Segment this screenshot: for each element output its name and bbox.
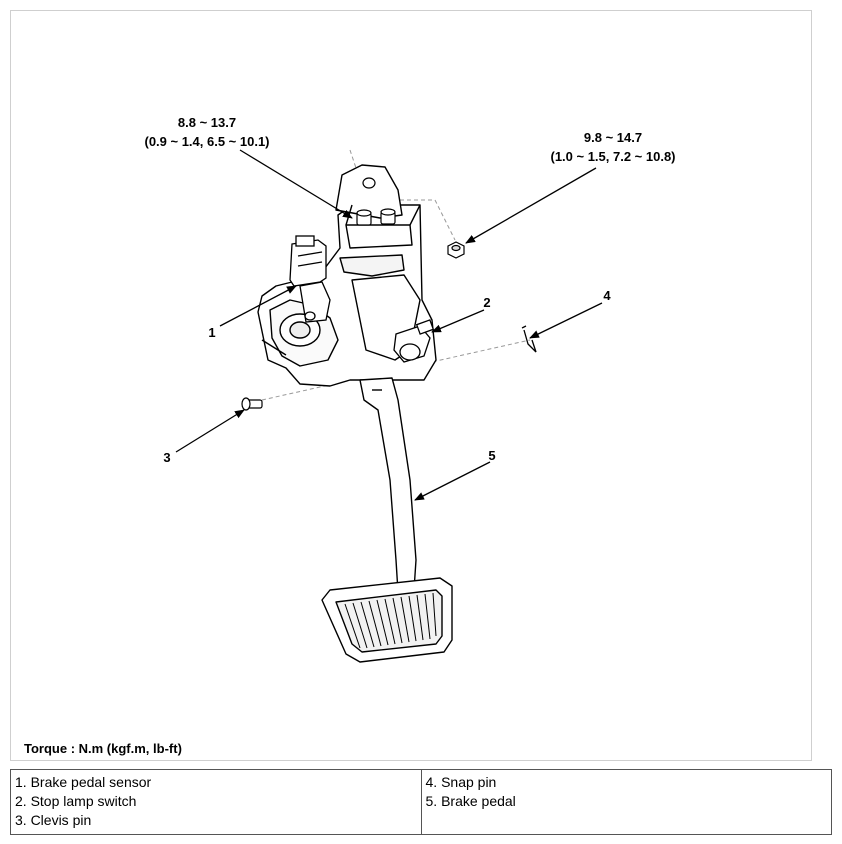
callout-3: 3 — [163, 450, 170, 465]
legend-item-snap-pin: 4. Snap pin — [425, 774, 497, 790]
torque-b-line2: (1.0 ~ 1.5, 7.2 ~ 10.8) — [550, 149, 675, 164]
alignment-lines — [261, 149, 531, 401]
legend-right-cell: 4. Snap pin 5. Brake pedal — [420, 769, 832, 835]
snap-pin — [521, 325, 537, 353]
clevis-pin — [241, 397, 263, 411]
pedal-arm — [359, 377, 417, 593]
callout-2: 2 — [483, 295, 490, 310]
legend-item-brake-pedal-sensor: 1. Brake pedal sensor — [15, 774, 152, 790]
diagram-frame — [10, 10, 812, 761]
torque-b-line1: 9.8 ~ 14.7 — [584, 130, 642, 145]
callout-1: 1 — [208, 325, 215, 340]
legend-left-cell: 1. Brake pedal sensor 2. Stop lamp switc… — [10, 769, 422, 835]
torque-units-note: Torque : N.m (kgf.m, lb-ft) — [24, 741, 182, 756]
leader-arrows — [175, 149, 603, 501]
bracket-nut — [447, 241, 465, 259]
legend-item-brake-pedal: 5. Brake pedal — [425, 793, 516, 809]
bracket-bolts — [356, 177, 396, 226]
legend-item-stop-lamp-switch: 2. Stop lamp switch — [15, 793, 137, 809]
callout-5: 5 — [488, 448, 495, 463]
torque-a-line1: 8.8 ~ 13.7 — [178, 115, 236, 130]
parts-legend-table: 1. Brake pedal sensor 2. Stop lamp switc… — [10, 769, 832, 835]
legend-item-clevis-pin: 3. Clevis pin — [15, 812, 92, 828]
brake-pedal-sensor — [289, 235, 331, 323]
torque-a-line2: (0.9 ~ 1.4, 6.5 ~ 10.1) — [144, 134, 269, 149]
pedal-pad — [321, 577, 453, 663]
callout-4: 4 — [603, 288, 611, 303]
stop-lamp-switch — [393, 319, 435, 363]
